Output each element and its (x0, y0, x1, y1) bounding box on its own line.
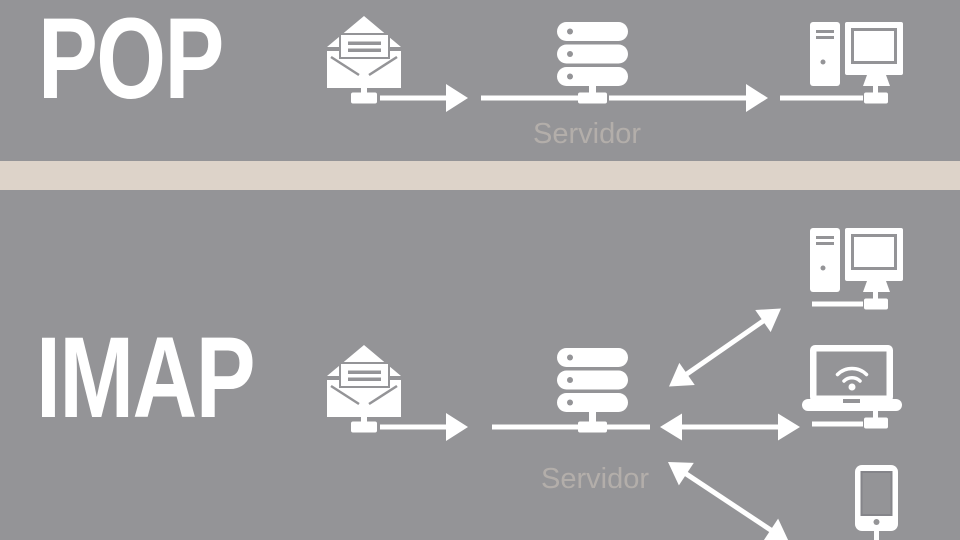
imap-title: IMAP (36, 314, 256, 442)
server-icon (492, 348, 650, 433)
laptop-icon (802, 345, 902, 429)
arrow-right-email-to-server (380, 413, 468, 441)
email-icon (327, 345, 401, 433)
section-divider (0, 161, 960, 190)
double-arrow-server-desktop (669, 308, 781, 387)
double-arrow-server-laptop (660, 413, 800, 441)
arrow-right-email-to-server (380, 84, 468, 112)
desktop-computer-icon (780, 22, 903, 104)
email-icon (327, 16, 401, 104)
pop-title: POP (38, 0, 224, 123)
pop-server-label: Servidor (533, 118, 641, 150)
imap-diagram (327, 228, 903, 540)
desktop-computer-icon (810, 228, 903, 310)
imap-server-label: Servidor (541, 463, 649, 495)
pop-diagram (327, 16, 903, 112)
smartphone-icon (855, 465, 898, 540)
imap-panel: IMAP (0, 190, 960, 540)
double-arrow-server-smartphone (668, 462, 789, 540)
server-icon (481, 22, 628, 104)
wifi-icon (835, 366, 869, 391)
pop-panel: POP (0, 0, 960, 161)
arrow-right-server-to-desktop (609, 84, 768, 112)
